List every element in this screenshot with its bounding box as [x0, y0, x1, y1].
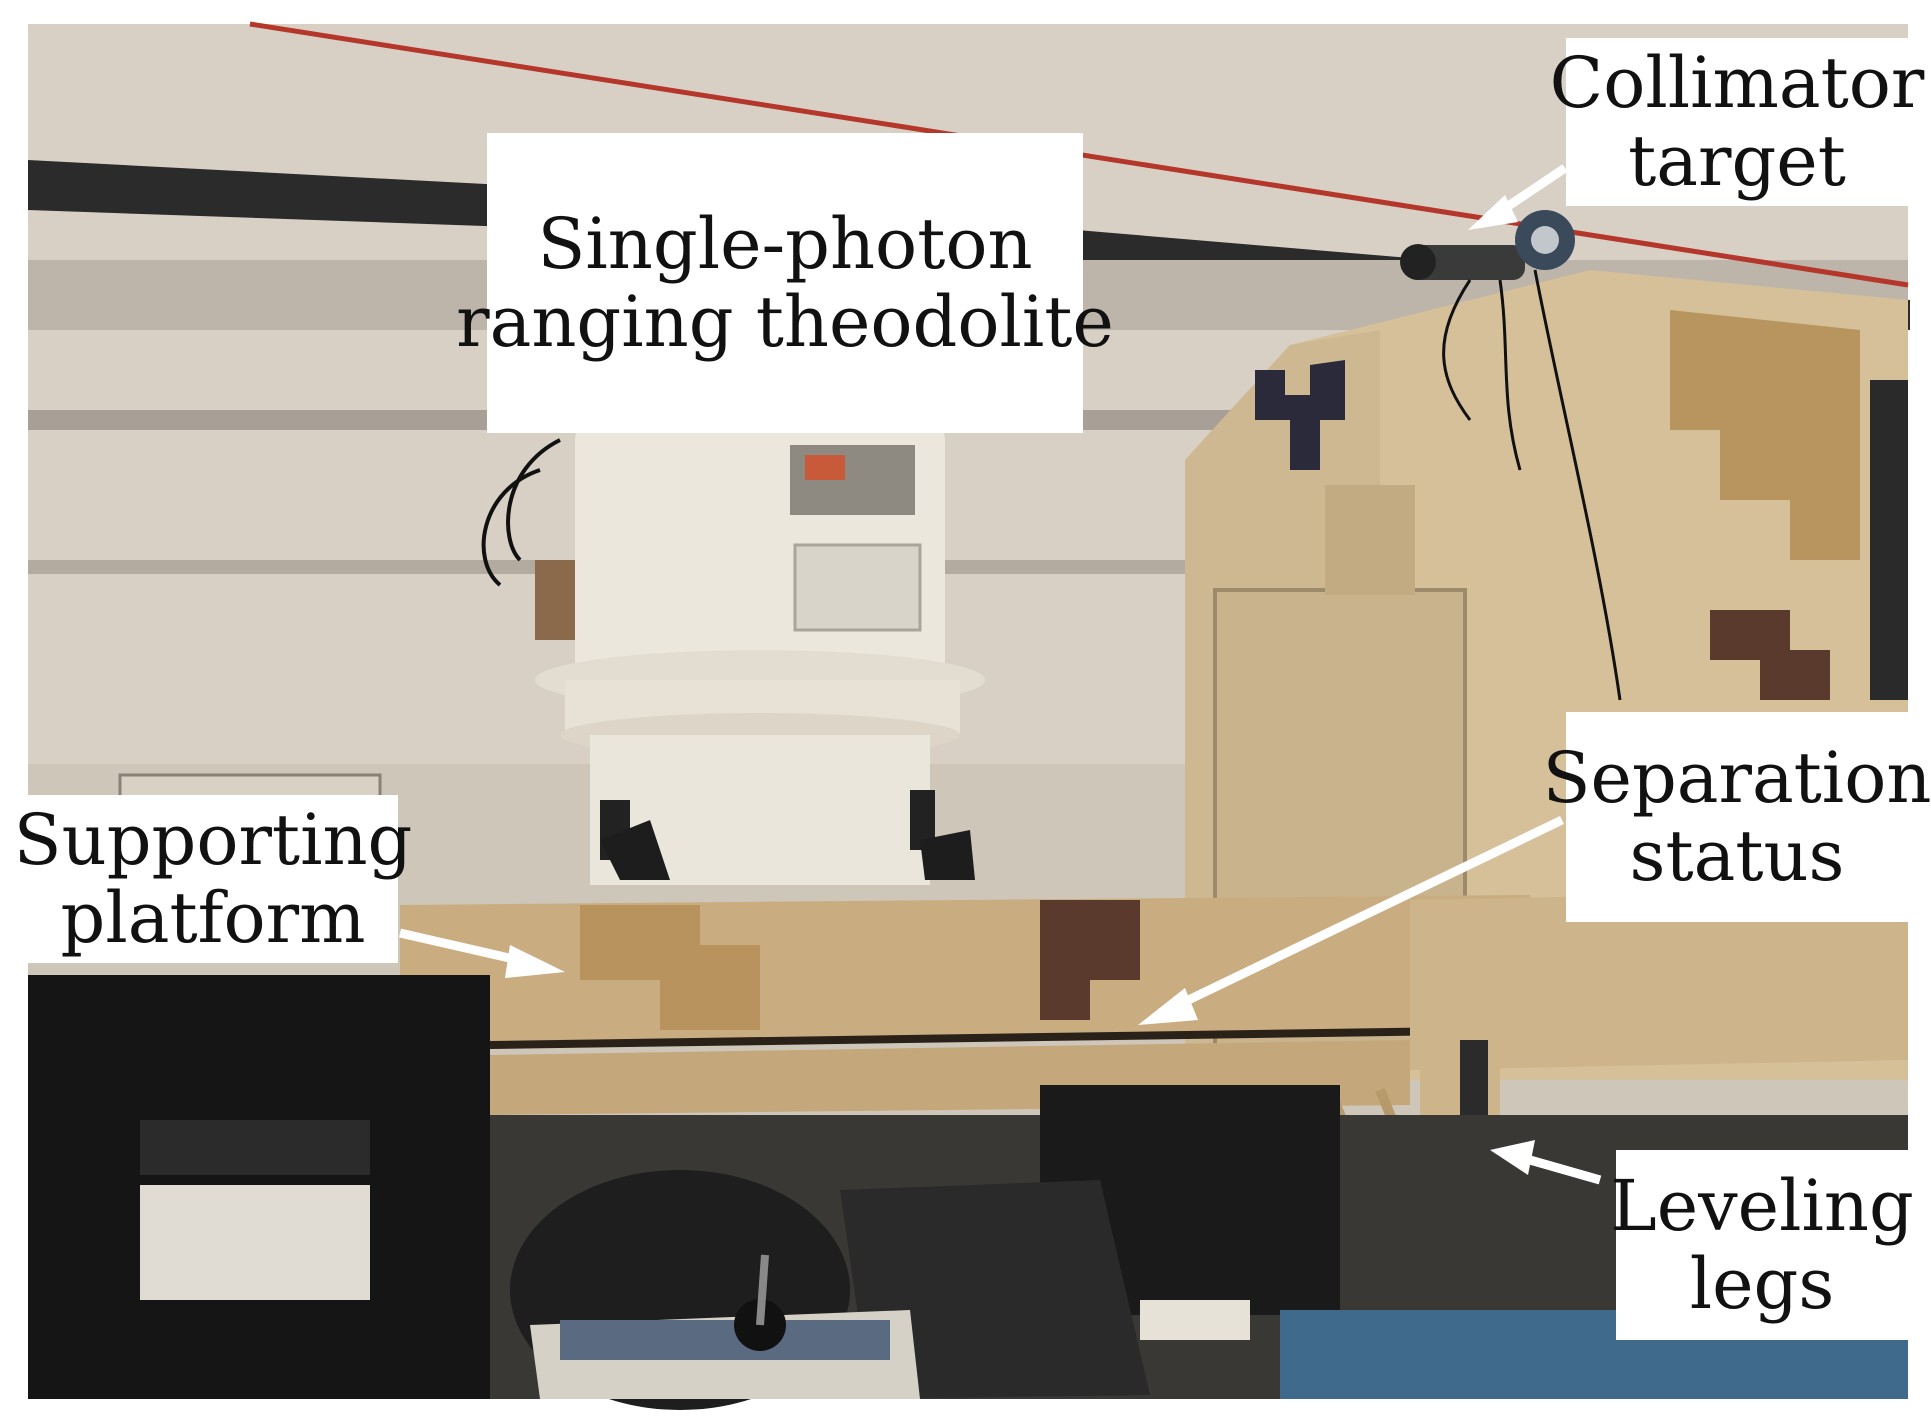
control-panel-face: [560, 1320, 890, 1360]
label-supporting-platform: Supporting platform: [14, 795, 412, 963]
camo-patch-tan: [1670, 310, 1860, 560]
label-separation-status: Separation status: [1543, 712, 1931, 922]
platform-camo-brown: [1040, 900, 1140, 1020]
label-theodolite-line1: Single-photon: [537, 202, 1033, 285]
label-collimator-target: Collimator target: [1550, 38, 1924, 206]
arrow-leveling: [1490, 1140, 1602, 1185]
collimator-device: [1400, 210, 1622, 701]
arrow-collimator: [1468, 164, 1568, 230]
label-theodolite-line2: ranging theodolite: [456, 281, 1114, 363]
arrow-separation: [1138, 815, 1564, 1025]
joystick-stick: [756, 1254, 769, 1326]
label-leveling-line1: Leveling: [1610, 1164, 1914, 1247]
label-single-photon-theodolite: Single-photon ranging theodolite: [456, 133, 1114, 433]
truck-body-right: [1410, 890, 1908, 1070]
desk-device: [1140, 1300, 1250, 1340]
platform-seam: [489, 1026, 1531, 1049]
shelter-opening: [1870, 380, 1908, 700]
rack-slot: [140, 1120, 370, 1175]
label-separation-line2: status: [1629, 815, 1845, 897]
label-separation-line1: Separation: [1542, 736, 1931, 819]
arrows: [398, 164, 1602, 1185]
theodolite-body: [481, 420, 985, 885]
platform-camo-tan: [580, 905, 760, 1030]
label-collimator-line2: target: [1628, 120, 1846, 202]
shelter-panel: [1325, 485, 1415, 595]
rack-panel: [140, 1185, 370, 1300]
label-leveling-line2: legs: [1689, 1243, 1835, 1325]
label-supporting-line2: platform: [60, 877, 366, 959]
label-leveling-legs: Leveling legs: [1610, 1150, 1914, 1340]
label-collimator-line1: Collimator: [1549, 41, 1925, 124]
arrow-supporting: [398, 928, 565, 978]
label-supporting-line1: Supporting: [13, 798, 413, 881]
camo-patch-brown: [1710, 610, 1830, 700]
camo-patch-dark: [1255, 360, 1345, 470]
laptop: [840, 1180, 1150, 1399]
